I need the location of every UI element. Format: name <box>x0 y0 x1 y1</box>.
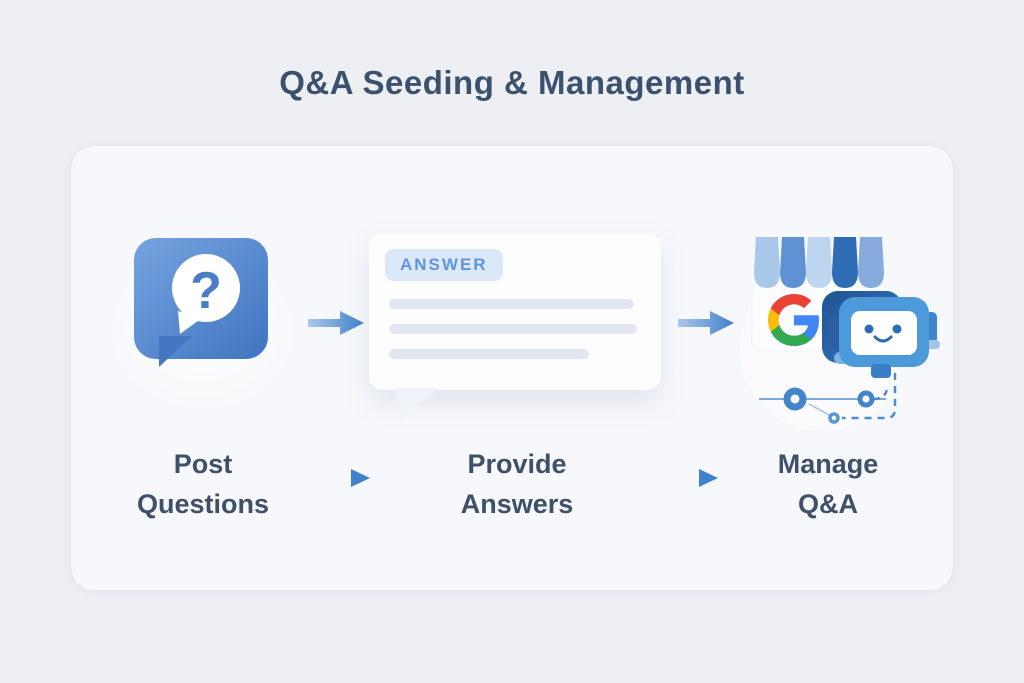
google-business-chatbot-icon <box>740 237 940 431</box>
diagram-card: ? ANSWER <box>70 145 954 591</box>
storefront-awning-icon <box>754 237 884 288</box>
flow-arrow-icon <box>308 311 364 335</box>
label-arrow-icon <box>649 469 718 487</box>
step-label-post-questions: Post Questions <box>103 444 303 524</box>
step-label-manage-qa: Manage Q&A <box>728 444 928 524</box>
google-logo-icon <box>768 294 819 347</box>
question-bubble-icon: ? <box>134 238 268 367</box>
skeleton-text-line <box>389 324 637 334</box>
step-label-provide-answers: Provide Answers <box>417 444 617 524</box>
step-label-line: Manage <box>777 449 879 479</box>
skeleton-text-line <box>389 349 589 359</box>
question-mark-glyph: ? <box>190 262 222 320</box>
chatbot-icon <box>822 291 940 378</box>
flow-arrow-icon <box>678 311 734 335</box>
label-arrow-icon <box>301 469 370 487</box>
step-label-line: Post <box>173 449 233 479</box>
skeleton-text-line <box>389 299 634 309</box>
step-label-line: Q&A <box>798 489 858 519</box>
answer-badge: ANSWER <box>385 249 503 281</box>
step-label-line: Answers <box>460 489 574 519</box>
step-label-line: Questions <box>136 489 270 519</box>
journey-path-icon <box>759 373 897 424</box>
step-label-line: Provide <box>467 449 567 479</box>
answer-card: ANSWER <box>369 233 661 390</box>
answer-card-tail-icon <box>395 388 439 420</box>
page-title: Q&A Seeding & Management <box>279 64 745 101</box>
